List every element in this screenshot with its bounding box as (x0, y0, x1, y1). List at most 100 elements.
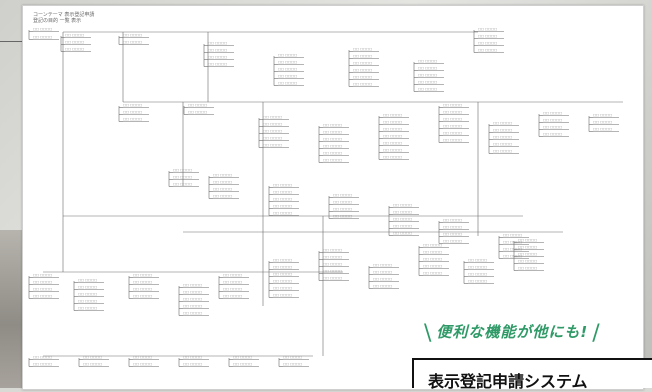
flowchart-node: □□ □□□□ (33, 27, 52, 31)
flowchart-node: □□ □□□□ (33, 294, 52, 298)
flowchart-node: □□ □□□□ (33, 362, 52, 366)
flowchart-node: □□ □□□□ (183, 311, 202, 315)
flowchart-node: □□ □□□□ (278, 60, 297, 64)
flowchart-node: □□ □□□□ (173, 182, 192, 186)
flowchart-node: □□ □□□□ (278, 81, 297, 85)
flowchart-node: □□ □□□□ (78, 278, 97, 282)
flowchart-node: □□ □□□□ (493, 142, 512, 146)
flowchart-node: □□ □□□□ (78, 299, 97, 303)
flowchart-node: □□ □□□□ (383, 141, 402, 145)
flowchart-node: □□ □□□□ (373, 277, 392, 281)
flowchart-node: □□ □□□□ (323, 255, 342, 259)
flowchart-node: □□ □□□□ (593, 113, 612, 117)
flowchart-node: □□ □□□□ (468, 272, 487, 276)
flowchart-node: □□ □□□□ (503, 254, 522, 258)
flowchart-node: □□ □□□□ (503, 247, 522, 251)
flowchart-node: □□ □□□□ (333, 207, 352, 211)
flowchart-node: □□ □□□□ (78, 285, 97, 289)
flowchart-node: □□ □□□□ (273, 211, 292, 215)
promo-right-mark: / (592, 321, 601, 346)
flowchart-node: □□ □□□□ (133, 273, 152, 277)
left-rule (0, 41, 24, 42)
flowchart-node: □□ □□□□ (223, 287, 242, 291)
flowchart-node: □□ □□□□ (418, 59, 437, 63)
flowchart-node: □□ □□□□ (323, 276, 342, 280)
flowchart-node: □□ □□□□ (443, 103, 462, 107)
promo-tagline-text: 便利な機能が他にも! (436, 323, 589, 341)
flowchart-node: □□ □□□□ (83, 362, 102, 366)
flowchart-node: □□ □□□□ (593, 127, 612, 131)
flowchart-node: □□ □□□□ (65, 40, 84, 44)
promo-tagline: \便利な機能が他にも!/ (420, 318, 605, 346)
flowchart-node: □□ □□□□ (353, 75, 372, 79)
flowchart-node: □□ □□□□ (418, 80, 437, 84)
photo-left-edge (0, 230, 22, 388)
system-title: 表示登記申請システム (428, 372, 588, 391)
flowchart-node: □□ □□□□ (323, 262, 342, 266)
flowchart-node: □□ □□□□ (443, 239, 462, 243)
flowchart-node: □□ □□□□ (468, 279, 487, 283)
system-name-box: 表示登記申請システム (412, 358, 652, 391)
flowchart-node: □□ □□□□ (393, 224, 412, 228)
flowchart-node: □□ □□□□ (423, 264, 442, 268)
flowchart-node: □□ □□□□ (323, 123, 342, 127)
flowchart-node: □□ □□□□ (383, 113, 402, 117)
flowchart-node: □□ □□□□ (273, 293, 292, 297)
flowchart-node: □□ □□□□ (418, 87, 437, 91)
flowchart-node: □□ □□□□ (353, 47, 372, 51)
flowchart-node: □□ □□□□ (493, 128, 512, 132)
flowchart-node: □□ □□□□ (283, 362, 302, 366)
flowchart-node: □□ □□□□ (543, 125, 562, 129)
flowchart-node: □□ □□□□ (213, 180, 232, 184)
flowchart-node: □□ □□□□ (273, 197, 292, 201)
flowchart-node: □□ □□□□ (423, 250, 442, 254)
flowchart-node: □□ □□□□ (208, 48, 227, 52)
flowchart-node: □□ □□□□ (283, 355, 302, 359)
flowchart-node: □□ □□□□ (65, 33, 84, 37)
flowchart-node: □□ □□□□ (503, 233, 522, 237)
flowchart-node: □□ □□□□ (278, 74, 297, 78)
flowchart-node: □□ □□□□ (208, 55, 227, 59)
flowchart-node: □□ □□□□ (443, 225, 462, 229)
flowchart-node: □□ □□□□ (478, 48, 497, 52)
flowchart-node: □□ □□□□ (183, 362, 202, 366)
flowchart-node: □□ □□□□ (478, 41, 497, 45)
flowchart-node: □□ □□□□ (518, 252, 537, 256)
flowchart-node: □□ □□□□ (478, 27, 497, 31)
flowchart-node: □□ □□□□ (123, 33, 142, 37)
flowchart-node: □□ □□□□ (443, 110, 462, 114)
flowchart-node: □□ □□□□ (468, 258, 487, 262)
flowchart-node: □□ □□□□ (383, 127, 402, 131)
flowchart-node: □□ □□□□ (423, 271, 442, 275)
flowchart-node: □□ □□□□ (83, 355, 102, 359)
flowchart-node: □□ □□□□ (518, 266, 537, 270)
flowchart-node: □□ □□□□ (353, 54, 372, 58)
flowchart-document: コーンテーマ 表示登記申請 登記の目的 一覧 表示 □□ □□□□□□ □□□□… (22, 5, 644, 390)
flowchart-node: □□ □□□□ (443, 218, 462, 222)
flowchart-node: □□ □□□□ (33, 280, 52, 284)
flowchart-node: □□ □□□□ (423, 243, 442, 247)
flowchart-node: □□ □□□□ (468, 265, 487, 269)
flowchart-node: □□ □□□□ (383, 134, 402, 138)
flowchart-node: □□ □□□□ (443, 232, 462, 236)
flowchart-node: □□ □□□□ (123, 103, 142, 107)
flowchart-node: □□ □□□□ (33, 287, 52, 291)
flowchart-node: □□ □□□□ (323, 137, 342, 141)
flowchart-node: □□ □□□□ (393, 231, 412, 235)
flowchart-node: □□ □□□□ (373, 263, 392, 267)
flowchart-node: □□ □□□□ (78, 306, 97, 310)
flowchart-node: □□ □□□□ (518, 238, 537, 242)
flowchart-node: □□ □□□□ (493, 149, 512, 153)
flowchart-node: □□ □□□□ (418, 73, 437, 77)
flowchart-node: □□ □□□□ (273, 265, 292, 269)
flowchart-node: □□ □□□□ (393, 210, 412, 214)
flowchart-node: □□ □□□□ (543, 111, 562, 115)
flowchart-node: □□ □□□□ (273, 204, 292, 208)
flowchart-node: □□ □□□□ (263, 129, 282, 133)
flowchart-node: □□ □□□□ (133, 362, 152, 366)
flowchart-node: □□ □□□□ (543, 118, 562, 122)
flowchart-node: □□ □□□□ (373, 284, 392, 288)
flowchart-node: □□ □□□□ (183, 297, 202, 301)
flowchart-node: □□ □□□□ (263, 143, 282, 147)
flowchart-node: □□ □□□□ (183, 304, 202, 308)
